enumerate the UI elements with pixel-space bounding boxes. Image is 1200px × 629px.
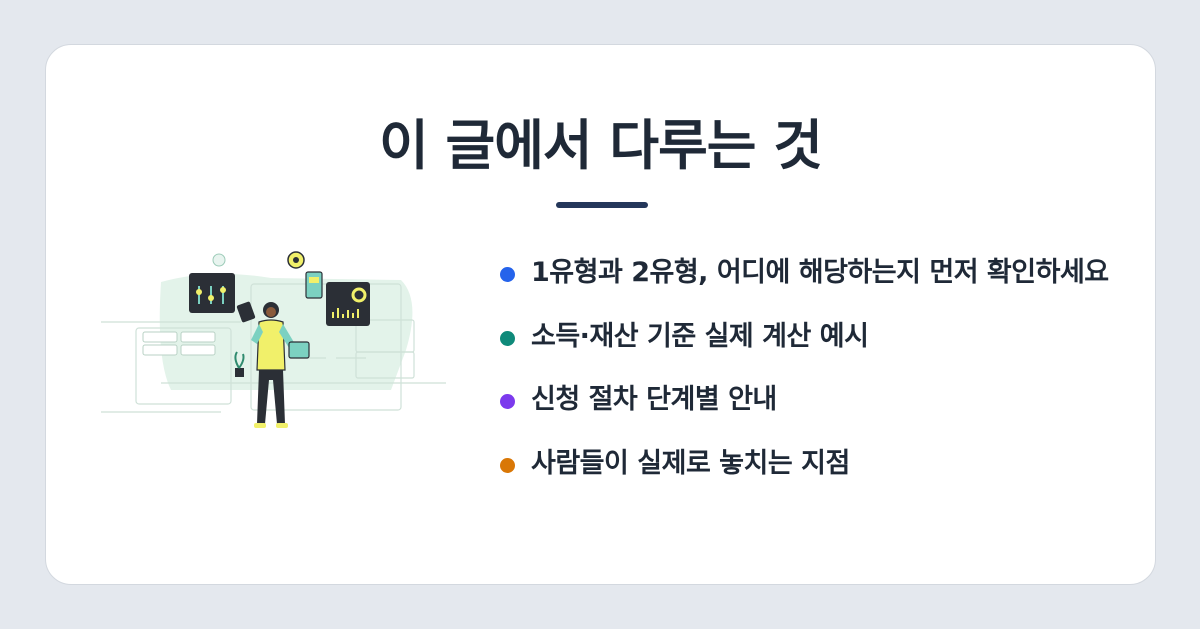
content-card: 이 글에서 다루는 것 (45, 44, 1156, 585)
page-title: 이 글에서 다루는 것 (379, 114, 823, 177)
bullet-dot (500, 394, 515, 409)
bullet-dot (500, 457, 515, 473)
bullet-dot (500, 330, 515, 346)
topic-list: 1유형과 2유형, 어디에 해당하는지 먼저 확인하세요 소득·재산 기준 실제… (496, 253, 1116, 484)
list-item-label: 1유형과 2유형, 어디에 해당하는지 먼저 확인하세요 (531, 257, 1109, 288)
list-item-label: 신청 절차 단계별 안내 (531, 384, 777, 415)
list-item-label: 사람들이 실제로 놓치는 지점 (531, 447, 850, 479)
list-item-label: 소득·재산 기준 실제 계산 예시 (531, 320, 869, 352)
list-item: 사람들이 실제로 놓치는 지점 (496, 444, 1116, 485)
list-item: 1유형과 2유형, 어디에 해당하는지 먼저 확인하세요 (496, 253, 1116, 294)
title-divider (556, 202, 648, 208)
dashboard-illustration (101, 251, 446, 428)
bullet-dot (500, 267, 515, 282)
list-item: 신청 절차 단계별 안내 (496, 380, 1116, 421)
list-item: 소득·재산 기준 실제 계산 예시 (496, 317, 1116, 358)
